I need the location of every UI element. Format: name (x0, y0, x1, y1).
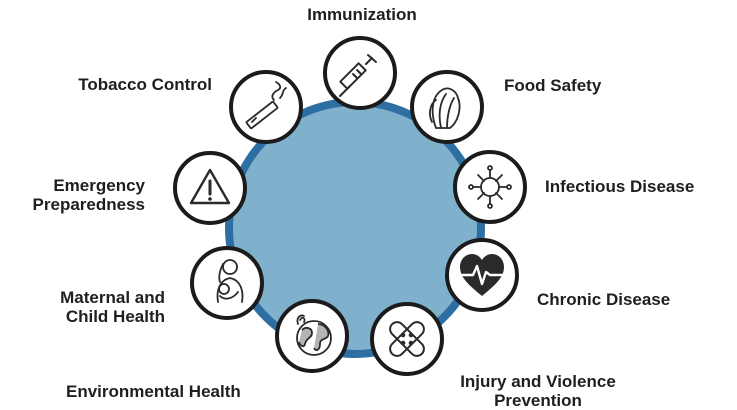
warning-icon (189, 168, 231, 205)
label-chronic-disease: Chronic Disease (537, 290, 671, 309)
virus-icon (468, 165, 512, 209)
label-maternal-child: Maternal and Child Health (60, 288, 165, 326)
node-food-safety (410, 70, 484, 144)
heartbeat-icon (460, 254, 504, 296)
label-immunization: Immunization (307, 5, 417, 24)
mother-child-icon (216, 259, 244, 303)
node-tobacco (229, 70, 303, 144)
cigarette-icon (245, 81, 287, 130)
node-emergency (173, 151, 247, 225)
lettuce-icon (429, 87, 461, 129)
bandage-icon (389, 321, 425, 357)
node-maternal-child (190, 246, 264, 320)
label-emergency: Emergency Preparedness (32, 176, 145, 214)
node-injury-violence (370, 302, 444, 376)
node-infectious-disease (453, 150, 527, 224)
syringe-icon (339, 54, 377, 97)
label-infectious-disease: Infectious Disease (545, 177, 695, 196)
node-immunization (323, 36, 397, 110)
node-chronic-disease (445, 238, 519, 312)
label-injury-violence: Injury and Violence Prevention (460, 372, 616, 410)
label-food-safety: Food Safety (504, 76, 602, 95)
globe-icon (296, 314, 332, 356)
node-environmental-health (275, 299, 349, 373)
label-environmental-health: Environmental Health (66, 382, 241, 401)
label-tobacco: Tobacco Control (78, 75, 212, 94)
